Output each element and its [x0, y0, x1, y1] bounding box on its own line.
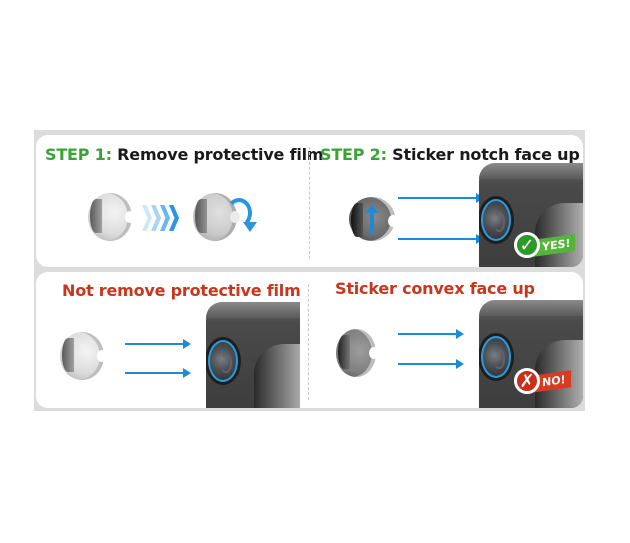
direction-arrow-icon [125, 339, 191, 349]
step1-label: STEP 1: [45, 145, 112, 164]
step2-title: STEP 2: Sticker notch face up [320, 145, 580, 164]
direction-arrow-icon [398, 329, 464, 339]
sticker-with-film-image [60, 332, 107, 380]
up-arrow-icon [365, 205, 379, 234]
chevron-arrows-icon [142, 205, 179, 231]
incorrect-examples-panel: Not remove protective film Sticker conve… [36, 272, 583, 408]
sticker-convex-up-image [336, 329, 379, 377]
rotate-peel-arrow-icon [226, 198, 257, 232]
step2-label: STEP 2: [320, 145, 387, 164]
wrong1-title: Not remove protective film [62, 281, 301, 300]
step2-text: Sticker notch face up [392, 145, 580, 164]
direction-arrow-icon [398, 234, 484, 244]
step1-text: Remove protective film [117, 145, 324, 164]
camera-image [206, 302, 300, 408]
direction-arrow-icon [125, 368, 191, 378]
direction-arrow-icon [398, 193, 484, 203]
correct-steps-panel: STEP 1: Remove protective film STEP 2: S… [36, 135, 583, 267]
check-icon: ✓ [514, 232, 540, 258]
sticker-with-film-image [88, 193, 135, 241]
step1-title: STEP 1: Remove protective film [45, 145, 324, 164]
yes-badge: ✓ YES! [514, 232, 576, 258]
cross-icon: ✗ [514, 368, 540, 394]
wrong2-title: Sticker convex face up [335, 279, 535, 298]
no-badge: ✗ NO! [514, 368, 571, 394]
direction-arrow-icon [398, 359, 464, 369]
panel-divider [308, 284, 309, 400]
instruction-graphic: STEP 1: Remove protective film STEP 2: S… [34, 130, 585, 411]
panel-divider [309, 147, 310, 259]
